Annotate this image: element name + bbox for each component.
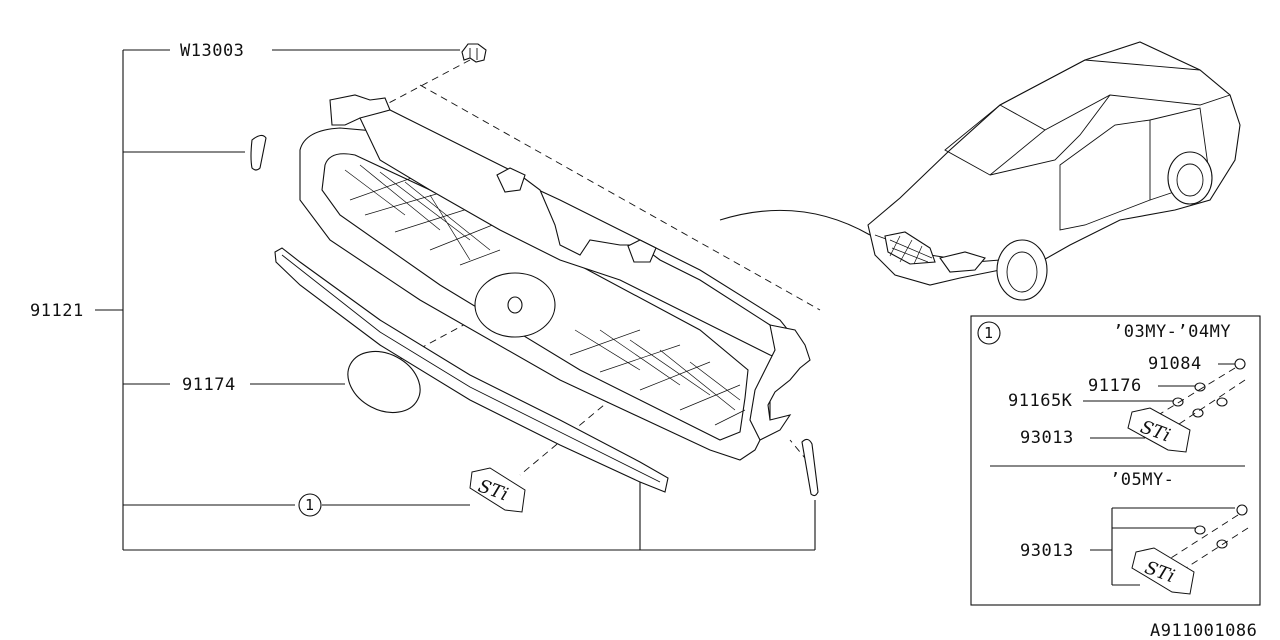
- ref-marker-1: 1: [298, 493, 322, 517]
- part-91165k: 91165K: [1008, 391, 1073, 411]
- lower-molding: [274, 247, 669, 493]
- svg-text:1: 1: [305, 496, 314, 514]
- side-trim-right: [801, 438, 819, 497]
- range-top: ’03MY-’04MY: [1113, 322, 1231, 342]
- emblem-part: [347, 350, 421, 414]
- figure-code: A911001086: [1150, 621, 1257, 640]
- detail-box: 1 ’03MY-’04MY ’05MY- 91084 91176 91165K …: [970, 315, 1261, 606]
- car-illustration: [719, 41, 1241, 301]
- assembly-bracket: [95, 49, 816, 551]
- sti-badge-main: STi: [469, 467, 526, 513]
- callout-91174: 91174: [182, 375, 236, 395]
- callout-91121: 91121: [30, 301, 84, 321]
- part-91176: 91176: [1088, 376, 1142, 396]
- side-trim-left: [250, 134, 267, 171]
- clip-part: [461, 43, 487, 63]
- callout-w13003: W13003: [180, 41, 244, 61]
- range-bottom: ’05MY-: [1110, 470, 1174, 490]
- part-93013-top: 93013: [1020, 428, 1074, 448]
- part-91084: 91084: [1148, 354, 1202, 374]
- detail-marker: 1: [984, 324, 993, 342]
- part-93013-bottom: 93013: [1020, 541, 1074, 561]
- grille-frame: [299, 94, 811, 461]
